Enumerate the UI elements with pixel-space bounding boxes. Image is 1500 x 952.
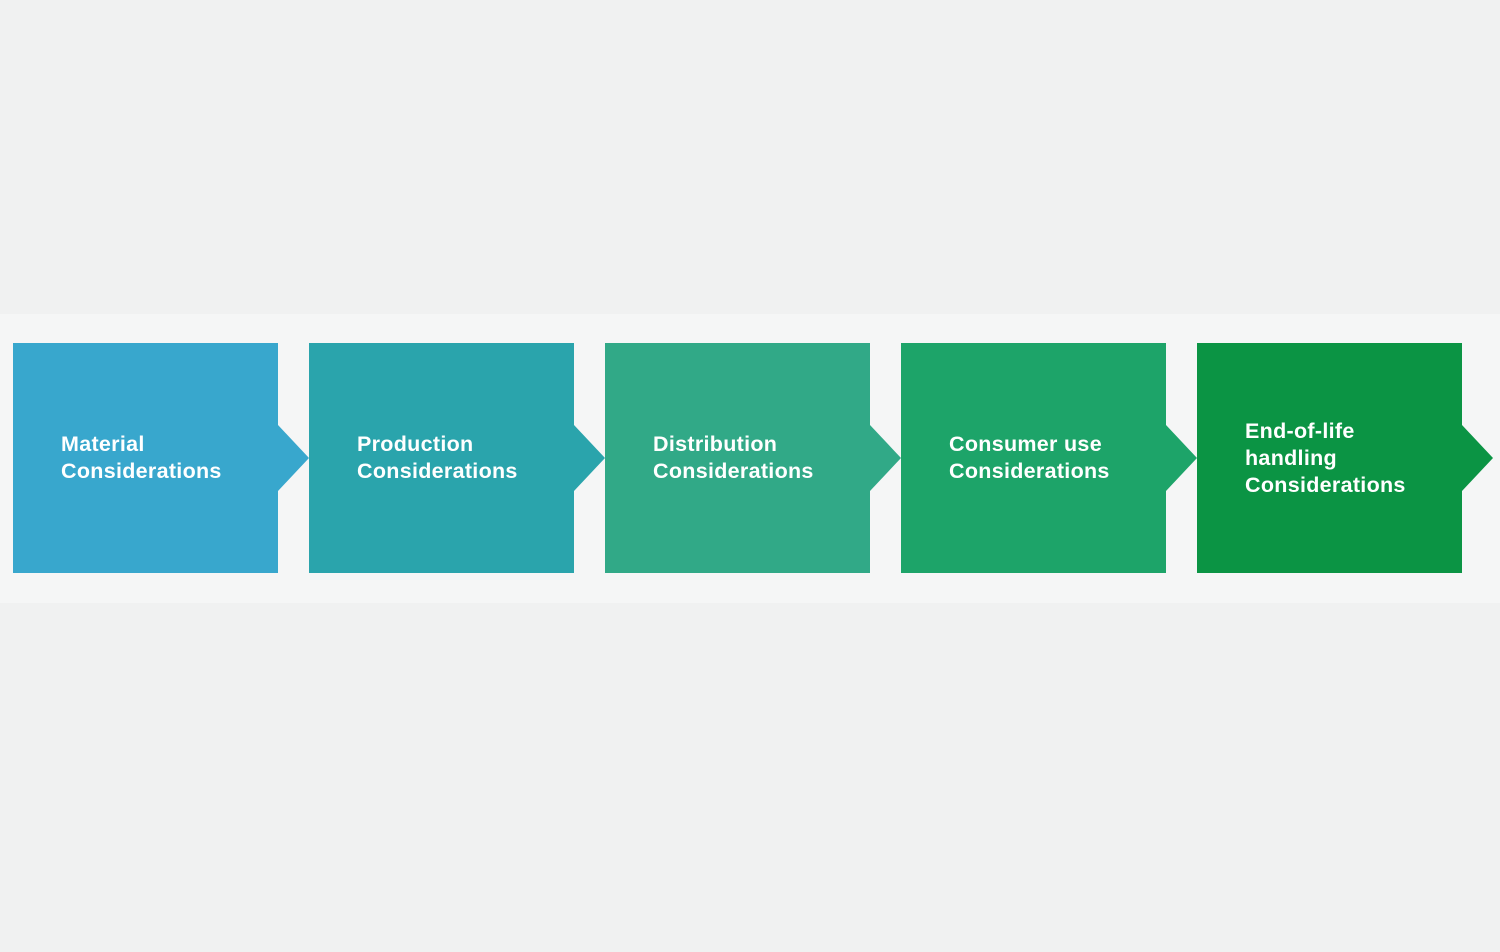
process-step-label: Consumer use Considerations: [949, 432, 1110, 483]
process-step-label: Production Considerations: [357, 432, 518, 483]
process-step: Distribution Considerations: [605, 343, 901, 573]
arrow-right-icon: [278, 425, 309, 491]
arrow-right-icon: [1166, 425, 1197, 491]
arrow-right-icon: [870, 425, 901, 491]
process-step-label: Material Considerations: [61, 432, 222, 483]
process-step: Production Considerations: [309, 343, 605, 573]
process-step: Consumer use Considerations: [901, 343, 1197, 573]
process-step-label: Distribution Considerations: [653, 432, 814, 483]
process-step: End-of-life handling Considerations: [1197, 343, 1493, 573]
process-step-label: End-of-life handling Considerations: [1245, 418, 1406, 497]
process-step: Material Considerations: [13, 343, 309, 573]
arrow-right-icon: [574, 425, 605, 491]
arrow-right-icon: [1462, 425, 1493, 491]
process-flow: Material Considerations Production Consi…: [13, 343, 1493, 573]
